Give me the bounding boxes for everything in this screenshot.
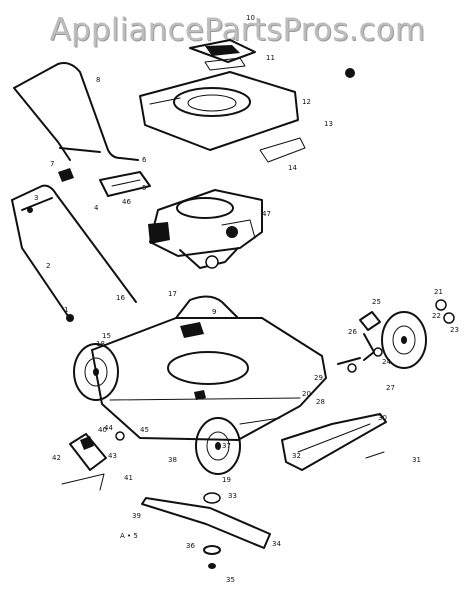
callout-43: 43 [108, 452, 117, 460]
callout-17: 17 [168, 290, 177, 298]
callout-32: 32 [292, 452, 301, 460]
callout-33: 33 [228, 492, 237, 500]
callout-23: 23 [450, 326, 459, 334]
callout-31: 31 [412, 456, 421, 464]
callout-10: 10 [246, 14, 255, 22]
callout-20: 20 [302, 390, 311, 398]
upper-handle [13, 62, 139, 182]
callout-5: 5 [142, 184, 146, 192]
callout-29: 29 [314, 374, 323, 382]
callout-12: 12 [302, 98, 311, 106]
callout-14: 14 [288, 164, 297, 172]
callout-42: 42 [52, 454, 61, 462]
callout-4: 4 [94, 204, 99, 212]
callout-6: 6 [142, 156, 147, 164]
callout-35: 35 [226, 576, 235, 584]
callout-1: 1 [64, 306, 68, 314]
callout-26: 26 [348, 328, 357, 336]
watermark-tld: .com [348, 12, 426, 48]
callout-27: 27 [386, 384, 395, 392]
callout-34: 34 [272, 540, 281, 548]
callout-15: 15 [102, 332, 111, 340]
callout-25: 25 [372, 298, 381, 306]
callout-19: 19 [222, 476, 231, 484]
height-adjuster [337, 311, 383, 373]
callout-46: 46 [122, 198, 131, 206]
callout-18: 18 [96, 340, 105, 348]
wheel-rear [381, 299, 455, 369]
callout-39: 39 [132, 512, 141, 520]
callout-40: 40 [98, 426, 107, 434]
callout-38: 38 [168, 456, 177, 464]
rear-guard [281, 413, 387, 471]
mower-deck [91, 295, 327, 441]
blade [141, 492, 271, 569]
callout-37: 37 [222, 442, 231, 450]
callout-2: 2 [46, 262, 50, 270]
callout-28: 28 [316, 398, 325, 406]
callout-21: 21 [434, 288, 443, 296]
top-cap [189, 39, 355, 78]
callout-41: 41 [124, 474, 133, 482]
lower-handle [11, 184, 137, 322]
callout-44: 44 [104, 424, 113, 432]
engine [148, 189, 263, 269]
handle-bracket [99, 171, 151, 197]
callout-24: 24 [382, 358, 391, 366]
side-chute [61, 431, 125, 491]
engine-cover [139, 71, 306, 163]
callout-36: 36 [186, 542, 195, 550]
callout-11: 11 [266, 54, 275, 62]
wheel-front-left [73, 343, 119, 401]
watermark-text: AppliancePartsPros [49, 12, 349, 48]
callout-9: 9 [212, 308, 216, 316]
callout-8: 8 [96, 76, 100, 84]
callout-22: 22 [432, 312, 441, 320]
callout-47: 47 [262, 210, 271, 218]
callout-45: 45 [140, 426, 149, 434]
watermark: AppliancePartsPros.com [0, 12, 475, 48]
callout-13: 13 [324, 120, 333, 128]
callout-7: 7 [50, 160, 54, 168]
callout-16: 16 [116, 294, 125, 302]
figure-code: A • 5 [120, 532, 138, 540]
wheel-front-right [195, 417, 241, 475]
callout-3: 3 [34, 194, 38, 202]
callout-30: 30 [378, 414, 387, 422]
